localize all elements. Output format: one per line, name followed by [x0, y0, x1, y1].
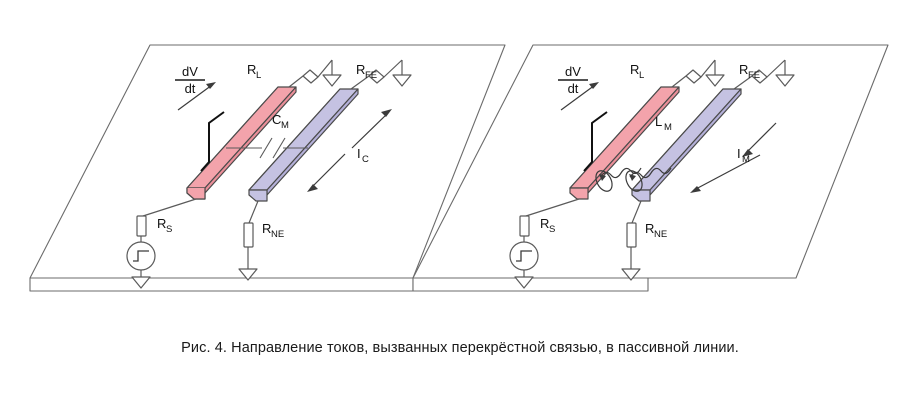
dvdt-numerator: dV [182, 64, 198, 79]
RFE-label: R [356, 62, 365, 77]
RNE-label-sub: NE [654, 229, 667, 240]
RNE-label: R [645, 221, 654, 236]
panel-capacitive-coupling: dV dt R L [29, 44, 506, 292]
LM-label: L [655, 114, 662, 129]
source-RS-right: R S [509, 198, 580, 289]
step-waveform-left [200, 111, 225, 172]
figure-caption: Рис. 4. Направление токов, вызванных пер… [181, 340, 739, 356]
RL-ground-symbol [705, 74, 725, 87]
aggressor-trace-near-end [569, 187, 589, 200]
RL-ground-symbol [322, 74, 342, 87]
RNE-resistor-body [626, 222, 637, 248]
step-waveform-right [583, 111, 608, 172]
LM-current-loop-left [595, 170, 613, 192]
IM-label-sub: M [742, 154, 750, 165]
current-IC-arrows: I C [307, 109, 392, 192]
current-IM-arrows: I M [690, 122, 777, 193]
RS-label: R [157, 216, 166, 231]
RS-resistor-body [519, 215, 530, 237]
IC-label-sub: C [362, 154, 369, 165]
RFE-label: R [739, 62, 748, 77]
RS-ground-symbol [131, 276, 151, 289]
dvdt-label-right: dV dt [558, 64, 588, 96]
dvdt-numerator: dV [565, 64, 581, 79]
pcb-board-right [412, 44, 889, 292]
resistor-RFE-right: R FE [733, 59, 795, 90]
step-source-symbol [126, 241, 156, 271]
coupling-capacitor-CM: C M [226, 112, 308, 159]
dvdt-label-left: dV dt [175, 64, 205, 96]
RFE-label-sub: FE [748, 70, 760, 81]
RFE-ground-symbol [775, 74, 795, 87]
source-RS-left: R S [126, 198, 197, 289]
coupling-inductance-LM: L M [595, 114, 672, 192]
aggressor-trace-right [569, 86, 680, 200]
board-top-face [29, 44, 506, 279]
resistor-RL-left: R L [247, 59, 342, 88]
RS-resistor-body [136, 215, 147, 237]
RL-label-sub: L [639, 70, 644, 81]
victim-trace-near-end [631, 189, 651, 202]
LM-loop-arrow-left [599, 174, 606, 181]
victim-trace-left [248, 88, 359, 202]
resistor-RNE-right: R NE [621, 200, 667, 281]
RNE-ground-symbol [238, 268, 258, 281]
aggressor-trace-left [186, 86, 297, 200]
resistor-RNE-left: R NE [238, 200, 284, 281]
RS-label-sub: S [549, 224, 555, 235]
aggressor-trace-face [186, 188, 206, 200]
RNE-resistor-body [243, 222, 254, 248]
RS-label: R [540, 216, 549, 231]
LM-current-loop-right [625, 170, 643, 192]
panel-inductive-coupling: dV dt R L [412, 44, 889, 292]
IC-label: I [357, 146, 361, 161]
step-source-waveform [516, 250, 532, 262]
RNE-label-sub: NE [271, 229, 284, 240]
step-source-symbol [509, 241, 539, 271]
LM-flux-wave-right [629, 167, 672, 179]
RL-label: R [247, 62, 256, 77]
dvdt-arrow-right [560, 82, 599, 111]
RFE-ground-symbol [392, 74, 412, 87]
board-front-edge [29, 277, 414, 292]
step-source-waveform [133, 250, 149, 262]
pcb-board-left [29, 44, 506, 292]
RNE-label: R [262, 221, 271, 236]
RL-label-sub: L [256, 70, 261, 81]
LM-loop-arrow-right [629, 174, 636, 181]
resistor-RL-right: R L [630, 59, 725, 88]
LM-label-sub: M [664, 122, 672, 133]
dvdt-denominator: dt [185, 81, 196, 96]
RS-label-sub: S [166, 224, 172, 235]
dvdt-denominator: dt [568, 81, 579, 96]
RS-ground-symbol [514, 276, 534, 289]
RNE-ground-symbol [621, 268, 641, 281]
IM-label: I [737, 146, 741, 161]
RFE-label-sub: FE [365, 70, 377, 81]
CM-label-sub: M [281, 120, 289, 131]
victim-trace-near-end [248, 189, 268, 202]
crosstalk-diagram: dV dt R L [29, 44, 889, 292]
CM-label: C [272, 112, 281, 127]
dvdt-arrow-left [177, 82, 216, 111]
board-top-face [412, 44, 889, 279]
RL-label: R [630, 62, 639, 77]
resistor-RFE-left: R FE [350, 59, 412, 90]
